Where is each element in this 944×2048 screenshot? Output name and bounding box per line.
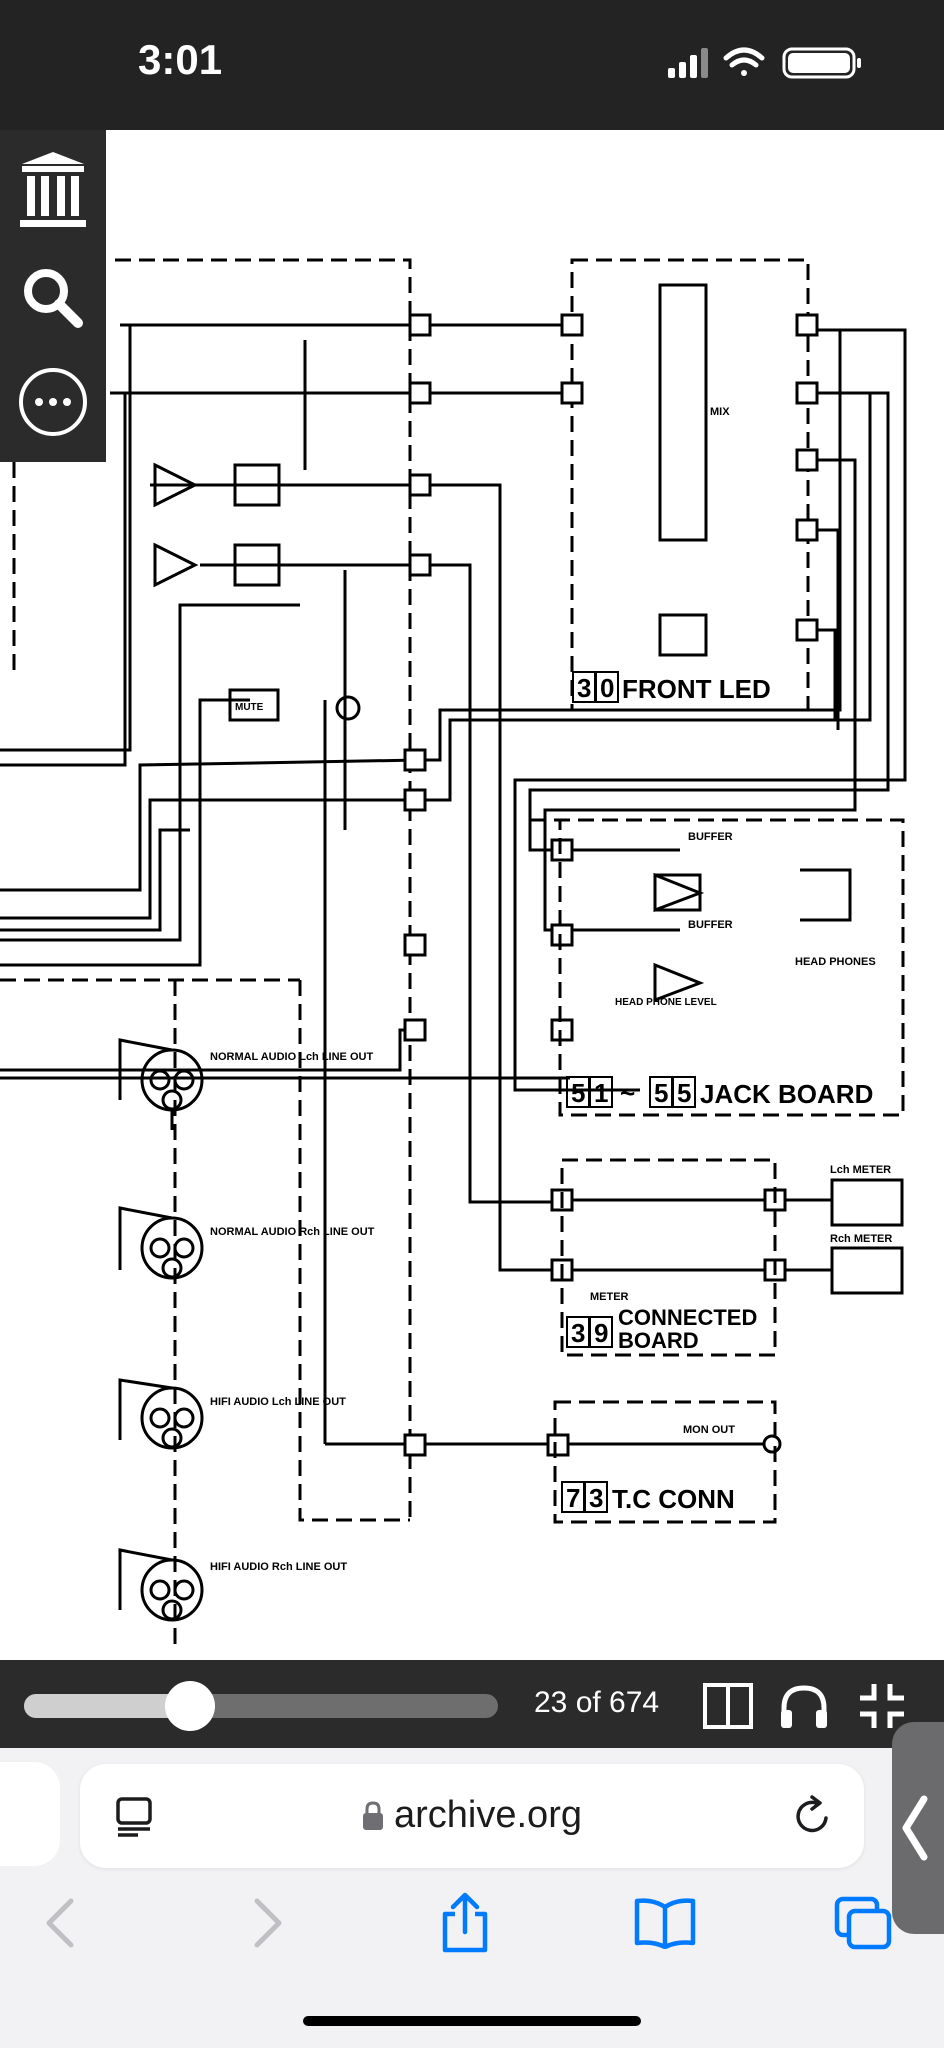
svg-text:5: 5 — [571, 1078, 585, 1108]
svg-text:FRONT LED: FRONT LED — [622, 674, 771, 704]
headphones-icon[interactable] — [778, 1680, 830, 1732]
page-slider-fill — [24, 1694, 190, 1718]
previous-tab-card[interactable] — [0, 1762, 60, 1866]
browser-chrome: archive.org — [0, 1748, 944, 2048]
svg-text:HIFI AUDIO Rch LINE OUT: HIFI AUDIO Rch LINE OUT — [210, 1561, 347, 1573]
svg-text:T.C CONN: T.C CONN — [612, 1484, 735, 1514]
back-icon — [46, 1898, 74, 1948]
xlr-hifi-rch: HIFI AUDIO Rch LINE OUT — [118, 1548, 347, 1622]
book-reader-navbar: 23 of 674 — [0, 1660, 944, 1748]
front-led-label: 3 0 FRONT LED — [572, 671, 771, 704]
page-slider-thumb[interactable] — [164, 1681, 215, 1731]
cellular-signal-icon — [668, 48, 708, 78]
search-button[interactable] — [0, 248, 106, 348]
xlr-normal-rch: NORMAL AUDIO Rch LINE OUT — [118, 1206, 375, 1280]
side-tab-handle[interactable] — [892, 1722, 944, 1934]
bookmarks-icon — [634, 1898, 696, 1949]
rch-meter-label: Rch METER — [830, 1233, 892, 1245]
svg-text:NORMAL AUDIO Rch LINE OUT: NORMAL AUDIO Rch LINE OUT — [210, 1226, 375, 1238]
svg-text:JACK BOARD: JACK BOARD — [700, 1079, 873, 1109]
svg-text:9: 9 — [594, 1318, 608, 1348]
archive-logo-icon — [20, 152, 86, 227]
url-text: archive.org — [394, 1794, 582, 1836]
forward-button[interactable] — [232, 1888, 302, 1958]
jack-board-label: 5 1 ~ 5 5 JACK BOARD — [566, 1076, 873, 1109]
share-button[interactable] — [430, 1888, 500, 1958]
svg-text:BOARD: BOARD — [618, 1328, 699, 1353]
xlr-normal-lch: NORMAL AUDIO Lch LINE OUT — [118, 1038, 373, 1130]
svg-text:3: 3 — [571, 1318, 585, 1348]
svg-text:5: 5 — [654, 1078, 668, 1108]
svg-text:1: 1 — [594, 1078, 608, 1108]
reader-mode-icon[interactable] — [114, 1796, 154, 1838]
home-indicator — [303, 2016, 641, 2026]
svg-text:0: 0 — [600, 673, 614, 703]
lock-icon — [363, 1800, 383, 1830]
status-bar: 3:01 — [0, 0, 944, 130]
svg-text:7: 7 — [566, 1483, 580, 1513]
svg-text:~: ~ — [620, 1078, 635, 1108]
archive-logo-button[interactable] — [0, 140, 106, 240]
tc-conn-label: 7 3 T.C CONN — [561, 1481, 735, 1514]
ia-toolbar — [0, 130, 106, 462]
mute-label: MUTE — [235, 702, 264, 713]
search-icon — [24, 269, 83, 328]
xlr-hifi-lch: HIFI AUDIO Lch LINE OUT — [118, 1378, 346, 1450]
svg-text:5: 5 — [677, 1078, 691, 1108]
more-icon — [19, 368, 87, 436]
page-slider[interactable] — [24, 1681, 498, 1731]
forward-icon — [254, 1898, 282, 1948]
svg-text:3: 3 — [589, 1483, 603, 1513]
more-button[interactable] — [0, 352, 106, 452]
status-icons — [668, 47, 861, 79]
url-display[interactable]: archive.org — [80, 1794, 864, 1841]
svg-text:BUFFER: BUFFER — [688, 919, 733, 931]
svg-text:NORMAL AUDIO Lch LINE OUT: NORMAL AUDIO Lch LINE OUT — [210, 1051, 373, 1063]
lch-meter-label: Lch METER — [830, 1164, 891, 1176]
address-bar[interactable]: archive.org — [80, 1764, 864, 1868]
svg-text:CONNECTED: CONNECTED — [618, 1305, 757, 1330]
exit-fullscreen-icon[interactable] — [856, 1680, 908, 1732]
connected-board-label: 3 9 CONNECTED BOARD — [566, 1305, 757, 1353]
chevron-left-icon — [902, 1795, 928, 1861]
svg-text:HIFI AUDIO Lch LINE OUT: HIFI AUDIO Lch LINE OUT — [210, 1396, 346, 1408]
mix-label: MIX — [710, 406, 730, 418]
back-button[interactable] — [26, 1888, 96, 1958]
page-counter: 23 of 674 — [534, 1686, 660, 1719]
reload-icon[interactable] — [790, 1794, 834, 1838]
head-phone-level-label: HEAD PHONE LEVEL — [615, 997, 717, 1008]
tabs-icon — [834, 1896, 892, 1950]
buffer-label: BUFFER — [688, 831, 733, 843]
mon-out-label: MON OUT — [683, 1424, 735, 1436]
wifi-icon — [723, 47, 765, 76]
tabs-button[interactable] — [828, 1888, 898, 1958]
share-icon — [442, 1892, 488, 1953]
two-page-view-icon[interactable] — [702, 1680, 754, 1732]
status-time: 3:01 — [138, 36, 223, 83]
bookmarks-button[interactable] — [630, 1888, 700, 1958]
head-phones-label: HEAD PHONES — [795, 956, 876, 968]
meter-label: METER — [590, 1291, 629, 1303]
battery-icon — [782, 47, 861, 79]
document-page[interactable]: MIX 3 0 FRONT LED — [0, 130, 944, 1660]
svg-text:3: 3 — [577, 673, 591, 703]
schematic-diagram: MIX 3 0 FRONT LED — [0, 258, 907, 1650]
